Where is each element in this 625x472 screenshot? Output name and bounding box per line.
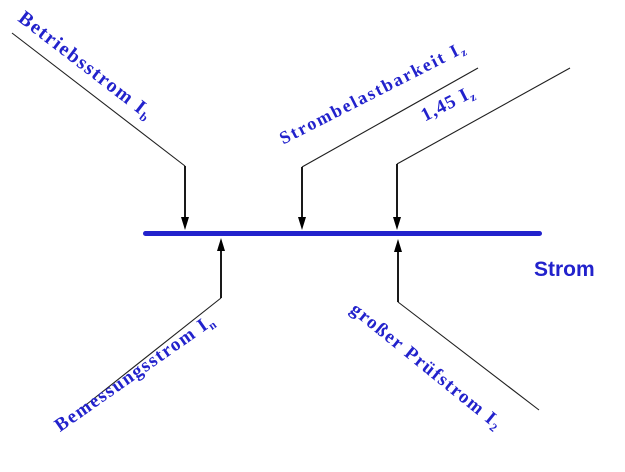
arrow-down-icon: [298, 217, 306, 230]
current-axis-line: [143, 231, 542, 236]
arrow-up-icon: [217, 238, 225, 251]
strombelastbarkeit-pointer: [298, 67, 479, 230]
pruefstrom-pointer: [394, 239, 540, 411]
bemessungsstrom-pointer: [81, 238, 225, 409]
arrow-down-icon: [393, 217, 401, 230]
arrow-down-icon: [181, 217, 189, 230]
axis-caption-strom: Strom: [534, 258, 595, 281]
faktor-145-pointer: [393, 67, 571, 230]
betriebsstrom-pointer: [11, 32, 189, 230]
arrow-up-icon: [394, 239, 402, 252]
